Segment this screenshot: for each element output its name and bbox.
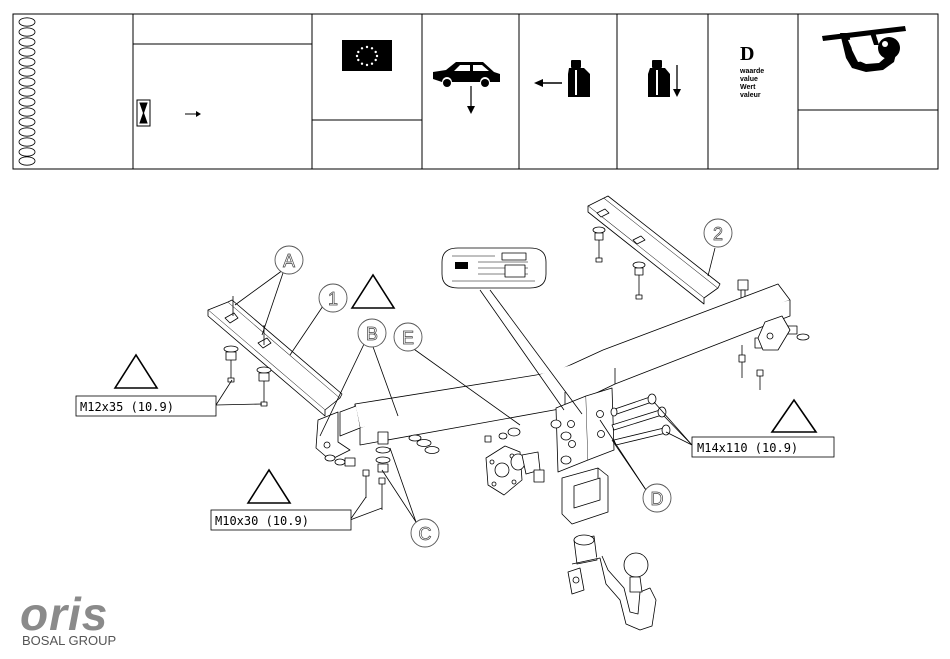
warning-triangle-icon xyxy=(352,275,394,308)
bolt-spec-m14: M14x110 (10.9) xyxy=(697,441,798,455)
eu-flag-icon xyxy=(342,40,392,71)
d-symbol: D xyxy=(740,43,754,65)
part-label-B: B xyxy=(366,324,378,344)
part-label-1: 1 xyxy=(328,289,338,309)
center-fasteners xyxy=(363,432,439,510)
header-table xyxy=(13,14,938,169)
car-vertical-load-icon xyxy=(433,62,500,114)
weight-down-icon xyxy=(648,60,681,97)
part-label-C: C xyxy=(419,524,432,544)
header-frame xyxy=(13,14,938,169)
warning-triangle-icon xyxy=(772,400,816,432)
bolt-spec-m10: M10x30 (10.9) xyxy=(215,514,309,528)
warning-triangle-icon xyxy=(115,355,157,388)
bolt-spec-m12: M12x35 (10.9) xyxy=(80,400,174,414)
right-side-bracket xyxy=(588,196,720,304)
long-bolts xyxy=(611,394,670,445)
type-label-plate xyxy=(442,248,546,288)
towbar-icon xyxy=(822,26,906,72)
brand-logo: oris BOSAL GROUP xyxy=(20,588,116,648)
warning-triangle-icon xyxy=(248,470,290,503)
hourglass-icon xyxy=(137,100,150,126)
d-word-4: valeur xyxy=(740,92,761,99)
d-word-2: value xyxy=(740,76,758,83)
socket-plate xyxy=(485,428,544,495)
part-label-D: D xyxy=(651,489,664,509)
d-value-block: D waarde value Wert valeur xyxy=(739,43,764,99)
part-label-2: 2 xyxy=(713,224,723,244)
logo-group: BOSAL GROUP xyxy=(22,633,116,648)
detachable-ball-arm xyxy=(568,535,656,630)
receiver-block xyxy=(562,468,608,524)
part-label-E: E xyxy=(402,328,414,348)
oval-column xyxy=(19,18,35,165)
d-word-1: waarde xyxy=(739,68,764,75)
arrow-right-icon xyxy=(185,111,201,117)
part-label-A: A xyxy=(283,251,295,271)
d-word-3: Wert xyxy=(740,84,756,91)
weight-pull-icon xyxy=(534,60,590,97)
